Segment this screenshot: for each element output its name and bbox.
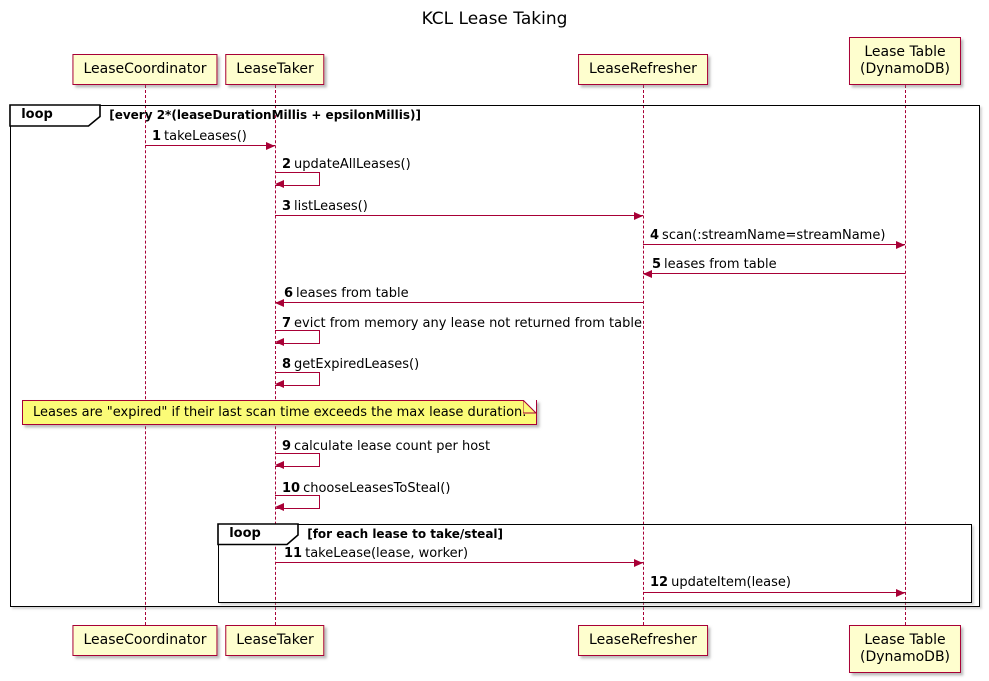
participant-top-lease-taker: LeaseTaker bbox=[225, 54, 325, 85]
participant-label: LeaseCoordinator bbox=[83, 632, 207, 648]
message-12-arrow bbox=[643, 588, 905, 597]
message-5-arrow bbox=[643, 269, 905, 278]
note-text: Leases are "expired" if their last scan … bbox=[33, 405, 527, 420]
message-number: 6 bbox=[284, 286, 294, 301]
participant-label: LeaseRefresher bbox=[589, 61, 697, 77]
message-number: 2 bbox=[282, 157, 292, 172]
participant-bottom-lease-refresher: LeaseRefresher bbox=[578, 625, 708, 656]
note-expired-leases: Leases are "expired" if their last scan … bbox=[22, 400, 538, 425]
message-number: 9 bbox=[282, 439, 292, 454]
message-7-self-arrow bbox=[275, 330, 320, 346]
lifeline-lease-table bbox=[905, 85, 906, 625]
loop-condition-outer: [every 2*(leaseDurationMillis + epsilonM… bbox=[109, 108, 421, 123]
participant-label: LeaseTaker bbox=[236, 632, 314, 648]
message-1-arrow bbox=[145, 141, 275, 150]
lifeline-lease-refresher bbox=[643, 85, 644, 625]
participant-top-lease-refresher: LeaseRefresher bbox=[578, 54, 708, 85]
message-11-arrow bbox=[275, 558, 643, 567]
loop-pentagon-icon bbox=[9, 104, 102, 128]
loop-keyword-outer: loop bbox=[21, 107, 53, 123]
participant-label: Lease Table bbox=[864, 632, 946, 648]
message-text: listLeases() bbox=[294, 199, 368, 214]
message-number: 10 bbox=[282, 481, 301, 496]
loop-frame-inner: loop [for each lease to take/steal] bbox=[217, 523, 972, 603]
message-number: 8 bbox=[282, 357, 292, 372]
message-text: updateItem(lease) bbox=[671, 575, 791, 590]
message-text: updateAllLeases() bbox=[294, 157, 411, 172]
message-text: leases from table bbox=[296, 286, 409, 301]
participant-label: LeaseCoordinator bbox=[83, 61, 207, 77]
message-number: 7 bbox=[282, 316, 292, 331]
participant-sublabel: (DynamoDB) bbox=[859, 61, 951, 77]
participant-label: Lease Table bbox=[864, 44, 946, 60]
loop-pentagon-icon bbox=[217, 523, 300, 546]
message-number: 3 bbox=[282, 199, 292, 214]
participant-label: LeaseRefresher bbox=[589, 632, 697, 648]
message-text: scan(:streamName=streamName) bbox=[662, 228, 886, 243]
message-text: getExpiredLeases() bbox=[294, 357, 420, 372]
message-8-self-arrow bbox=[275, 372, 320, 388]
message-number: 1 bbox=[152, 129, 162, 144]
message-number: 5 bbox=[652, 257, 662, 272]
message-number: 4 bbox=[650, 228, 660, 243]
participant-sublabel: (DynamoDB) bbox=[859, 649, 951, 665]
message-text: takeLeases() bbox=[164, 129, 247, 144]
message-text: leases from table bbox=[664, 257, 777, 272]
loop-keyword-inner: loop bbox=[229, 526, 261, 542]
diagram-title: KCL Lease Taking bbox=[421, 9, 568, 29]
message-3-arrow bbox=[275, 211, 643, 220]
message-text: chooseLeasesToSteal() bbox=[303, 481, 451, 496]
participant-label: LeaseTaker bbox=[236, 61, 314, 77]
loop-condition-inner: [for each lease to take/steal] bbox=[307, 527, 504, 542]
message-6-arrow bbox=[275, 298, 643, 307]
participant-top-lease-table: Lease Table (DynamoDB) bbox=[848, 37, 962, 85]
message-number: 12 bbox=[650, 575, 669, 590]
lifeline-lease-taker bbox=[275, 85, 276, 625]
message-number: 11 bbox=[284, 546, 303, 561]
participant-bottom-lease-table: Lease Table (DynamoDB) bbox=[848, 625, 962, 673]
message-2-self-arrow bbox=[275, 172, 320, 188]
note-fold-icon bbox=[523, 400, 537, 414]
message-10-self-arrow bbox=[275, 495, 320, 511]
lifeline-lease-coordinator bbox=[145, 85, 146, 625]
participant-bottom-lease-taker: LeaseTaker bbox=[225, 625, 325, 656]
participant-top-lease-coordinator: LeaseCoordinator bbox=[72, 54, 218, 85]
participant-bottom-lease-coordinator: LeaseCoordinator bbox=[72, 625, 218, 656]
message-9-self-arrow bbox=[275, 453, 320, 469]
message-text: takeLease(lease, worker) bbox=[305, 546, 469, 561]
loop-frame-outer: loop [every 2*(leaseDurationMillis + eps… bbox=[9, 104, 980, 607]
message-text: evict from memory any lease not returned… bbox=[294, 316, 642, 331]
message-4-arrow bbox=[643, 240, 905, 249]
message-text: calculate lease count per host bbox=[294, 439, 491, 454]
